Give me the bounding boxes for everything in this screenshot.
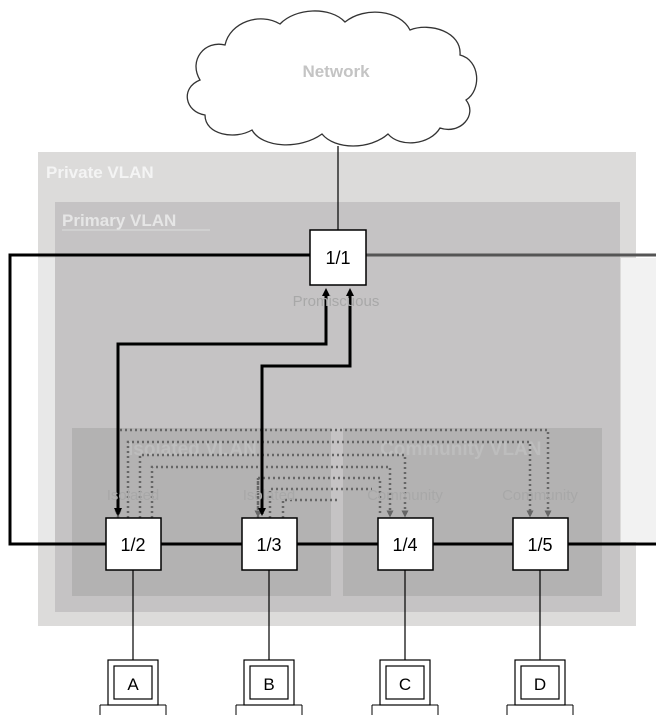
svg-text:1/1: 1/1 <box>325 248 350 268</box>
svg-text:1/4: 1/4 <box>392 535 417 555</box>
switch-1-5: 1/5 <box>512 517 569 571</box>
host-b-icon: B <box>235 659 303 715</box>
port-role-1-3: Isolated <box>243 487 296 504</box>
isolated-vlan-title: Isolated VLAN <box>128 439 257 460</box>
switch-1-3: 1/3 <box>241 517 298 571</box>
network-label: Network <box>302 62 370 81</box>
svg-text:1/2: 1/2 <box>120 535 145 555</box>
svg-text:D: D <box>534 675 546 694</box>
svg-text:C: C <box>399 675 411 694</box>
svg-text:B: B <box>263 675 274 694</box>
port-role-1-2: Isolated <box>107 487 160 504</box>
svg-text:1/3: 1/3 <box>256 535 281 555</box>
network-cloud: Network <box>186 10 478 147</box>
port-role-1-4: Community <box>367 487 443 504</box>
svg-text:A: A <box>127 675 139 694</box>
port-role-1-1: Promiscuous <box>293 293 380 310</box>
trunk-line <box>8 253 656 546</box>
host-c-icon: C <box>371 659 439 715</box>
svg-text:1/5: 1/5 <box>527 535 552 555</box>
switch-1-2: 1/2 <box>105 517 162 571</box>
switch-1-4: 1/4 <box>377 517 434 571</box>
host-d-icon: D <box>506 659 574 715</box>
host-a-icon: A <box>99 659 167 715</box>
private-vlan-title: Private VLAN <box>46 163 154 182</box>
community-vlan-title: Community VLAN <box>380 439 542 460</box>
switch-1-1: 1/1 <box>309 229 367 286</box>
port-role-1-5: Community <box>502 487 578 504</box>
primary-vlan-title: Primary VLAN <box>62 211 176 230</box>
promiscuous-paths <box>114 288 354 516</box>
